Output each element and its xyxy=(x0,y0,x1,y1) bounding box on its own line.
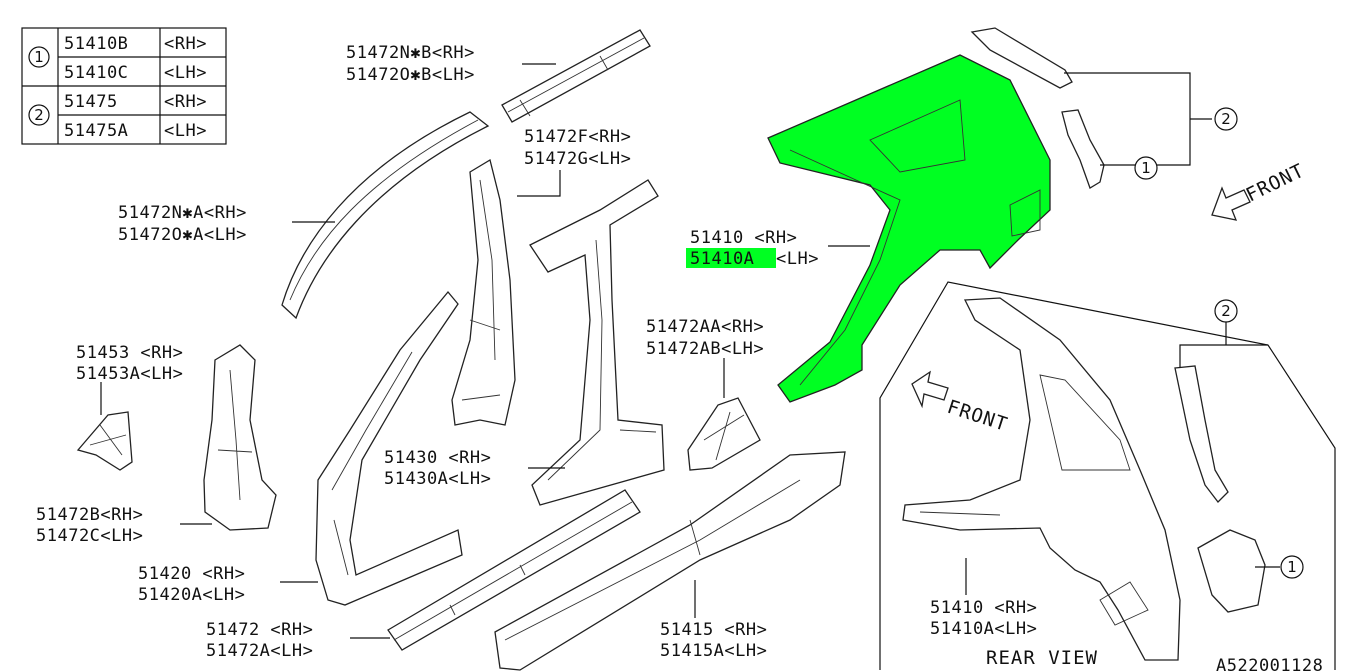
callout-51472na-rh[interactable]: 51472N✱A<RH> xyxy=(118,203,247,223)
callout-51472na-lh[interactable]: 51472O✱A<LH> xyxy=(118,225,247,245)
part-51410b-rear[interactable] xyxy=(1197,529,1266,613)
callout-51415-lh[interactable]: 51415A<LH> xyxy=(660,641,767,661)
callout-51410a-side: <LH> xyxy=(776,249,819,269)
callout-51410a-lh[interactable]: 51410A xyxy=(690,249,754,269)
callout-51472nb-rh[interactable]: 51472N✱B<RH> xyxy=(346,43,475,63)
callout-51472f-rh[interactable]: 51472F<RH> xyxy=(524,127,631,147)
callout-51472f-lh[interactable]: 51472G<LH> xyxy=(524,149,631,169)
marker-2-top[interactable]: 2 xyxy=(1214,107,1238,131)
part-51472nb[interactable] xyxy=(501,29,651,123)
legend-side: <LH> xyxy=(164,121,207,141)
part-51472[interactable] xyxy=(387,489,641,651)
part-51472f[interactable] xyxy=(451,158,516,426)
callout-51415-rh[interactable]: 51415 <RH> xyxy=(660,620,767,640)
front-arrow-rear-icon xyxy=(911,370,949,409)
part-51472b[interactable] xyxy=(203,344,277,531)
legend-side: <RH> xyxy=(164,34,207,54)
callout-51472aa-rh[interactable]: 51472AA<RH> xyxy=(646,317,764,337)
callout-51410-rh[interactable]: 51410 <RH> xyxy=(690,228,797,248)
legend-side: <RH> xyxy=(164,92,207,112)
svg-text:1: 1 xyxy=(34,48,44,66)
part-51410-rear-view[interactable] xyxy=(902,297,1181,661)
callout-51453-lh[interactable]: 51453A<LH> xyxy=(76,364,183,384)
part-51420[interactable] xyxy=(315,290,463,606)
legend-part[interactable]: 51410C xyxy=(64,63,128,83)
svg-text:2: 2 xyxy=(1221,110,1231,128)
callout-51453-rh[interactable]: 51453 <RH> xyxy=(76,343,183,363)
part-51415[interactable] xyxy=(494,451,846,671)
callout-51472nb-lh[interactable]: 51472O✱B<LH> xyxy=(346,65,475,85)
part-51475-rear[interactable] xyxy=(1174,365,1229,503)
marker-1-top[interactable]: 1 xyxy=(1134,156,1158,180)
callout-51410a-highlight xyxy=(686,248,776,268)
marker-1-rear[interactable]: 1 xyxy=(1280,555,1304,579)
legend-table xyxy=(21,27,227,145)
legend-marker-1: 1 xyxy=(28,46,50,68)
part-51430[interactable] xyxy=(529,179,665,506)
callout-51472b-lh[interactable]: 51472C<LH> xyxy=(36,526,143,546)
legend-marker-2: 2 xyxy=(28,104,50,126)
legend-side: <LH> xyxy=(164,63,207,83)
part-51410-quarter-panel[interactable] xyxy=(767,54,1051,403)
callout-51472aa-lh[interactable]: 51472AB<LH> xyxy=(646,339,764,359)
legend-part[interactable]: 51475 xyxy=(64,92,118,112)
marker-2-rear[interactable]: 2 xyxy=(1214,299,1238,323)
callout-51420-rh[interactable]: 51420 <RH> xyxy=(138,564,245,584)
rear-view-label: REAR VIEW xyxy=(986,647,1098,669)
part-51410b-bracket[interactable] xyxy=(1061,109,1105,189)
callout-51420-lh[interactable]: 51420A<LH> xyxy=(138,585,245,605)
part-51472na[interactable] xyxy=(281,111,490,320)
front-label-rear: FRONT xyxy=(944,396,1010,436)
legend-part[interactable]: 51475A xyxy=(64,121,128,141)
svg-text:1: 1 xyxy=(1287,558,1297,576)
rear-view-border xyxy=(879,281,1336,670)
callout-51410-rear-lh[interactable]: 51410A<LH> xyxy=(930,619,1037,639)
front-label: FRONT xyxy=(1243,159,1309,206)
front-arrow-icon xyxy=(1211,186,1251,221)
svg-text:1: 1 xyxy=(1141,159,1151,177)
svg-text:2: 2 xyxy=(1221,302,1231,320)
callout-51430-rh[interactable]: 51430 <RH> xyxy=(384,448,491,468)
callout-51472-lh[interactable]: 51472A<LH> xyxy=(206,641,313,661)
part-51475-bracket[interactable] xyxy=(970,27,1073,89)
legend-part[interactable]: 51410B xyxy=(64,34,128,54)
callout-51472b-rh[interactable]: 51472B<RH> xyxy=(36,505,143,525)
callout-51472-rh[interactable]: 51472 <RH> xyxy=(206,620,313,640)
svg-text:2: 2 xyxy=(34,106,44,124)
leader-line xyxy=(517,170,561,197)
part-51453[interactable] xyxy=(76,411,133,471)
callout-51410-rear-rh[interactable]: 51410 <RH> xyxy=(930,598,1037,618)
diagram-code: A522001128 xyxy=(1216,656,1323,671)
part-51472aa[interactable] xyxy=(687,397,761,471)
leader-line xyxy=(1179,344,1268,368)
callout-51430-lh[interactable]: 51430A<LH> xyxy=(384,469,491,489)
